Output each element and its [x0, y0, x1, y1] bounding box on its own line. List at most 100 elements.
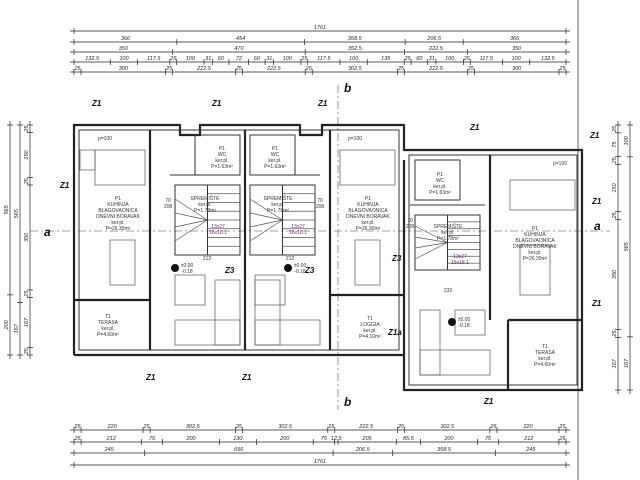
room-label-terrace-left: P=4.60m²: [97, 332, 119, 338]
stair-label: 16x18.1: [289, 230, 307, 236]
dimension-label: 350: [119, 46, 129, 52]
room-label-living-mid: P=26.30m²: [356, 226, 381, 232]
dimension-label: 206.5: [426, 36, 442, 42]
room-label-wc: WC: [436, 178, 445, 184]
room-label-loggia: LOGGIA: [360, 322, 380, 328]
dimension-label: 25: [558, 424, 566, 430]
room-label-living-mid: P1: [365, 196, 371, 202]
dimension-label: 25: [73, 424, 81, 430]
room-label-terrace-right: P=4.60m²: [534, 362, 556, 368]
dimension-label: 117.5: [317, 56, 331, 62]
room-label-wc: P1: [219, 146, 225, 152]
dimension-label: 135: [381, 56, 391, 62]
door-dimension: 70: [317, 198, 323, 204]
exterior-walls: [72, 123, 584, 392]
room-label-living-left: P=26.30m²: [106, 226, 131, 232]
room-label-wc: ker.pl.: [433, 184, 446, 190]
room-label-wc: P=1.63m²: [211, 164, 233, 170]
room-label-living-left: KUHINJA: [107, 202, 129, 208]
wall-tag: Z1a: [387, 328, 402, 337]
dimension-label: 565: [624, 241, 630, 251]
stair-winder: [174, 219, 208, 228]
room-label-terrace-left: ker.pl.: [101, 326, 114, 332]
section-marker-b-top: b: [344, 81, 351, 95]
dimension-label: 25: [612, 156, 618, 164]
dimension-label: 100: [624, 135, 630, 145]
room-label-living-left: BLAGOVAONICA: [98, 208, 138, 214]
dimension-label: 25: [24, 177, 30, 185]
dimension-label: 350: [512, 46, 522, 52]
dimension-label: 130: [233, 436, 243, 442]
section-marker-b-bottom: b: [344, 395, 351, 409]
dimension-label: 366: [121, 36, 131, 42]
room-label-storage: SPREMIŠTE: [264, 195, 294, 202]
room-label-wc: P1: [272, 146, 278, 152]
room-label-storage: SPREMIŠTE: [434, 223, 464, 230]
stair-winder: [249, 198, 283, 221]
room-label-living-left: P1: [115, 196, 121, 202]
dimension-label: 1761: [314, 25, 326, 31]
dimension-label: 31: [429, 56, 435, 62]
dimension-label: 565: [4, 204, 10, 214]
room-label-wc: ker.pl.: [215, 158, 228, 164]
elevation-label: ±0.00: [181, 263, 194, 269]
dimension-label: 167: [14, 323, 20, 333]
section-marker-a-right: a: [594, 219, 601, 233]
dimension-label: 25: [397, 66, 405, 72]
dimension-label: 200: [279, 436, 290, 442]
door-dimension: 208: [406, 224, 415, 230]
room-label-storage: ker.pl.: [271, 202, 284, 208]
door-dimension: 208: [316, 204, 325, 210]
dimension-label: 100: [119, 56, 129, 62]
wall-tag: Z1: [59, 181, 70, 190]
wall-tag: Z1: [591, 299, 602, 308]
room-label-living-right: BLAGOVAONICA: [515, 238, 555, 244]
dimension-label: 565: [14, 208, 20, 218]
room-label-living-mid: DNEVNI BORAVAK: [346, 214, 390, 220]
room-label-living-right: P=26.30m²: [523, 256, 548, 262]
door-dimension: 208: [164, 204, 173, 210]
dimension-label: 75: [485, 436, 492, 442]
room-label-storage: P=1.78m²: [267, 208, 289, 214]
room-label-living-mid: KUHINJA: [357, 202, 379, 208]
window-label: p=100: [553, 161, 567, 167]
dimension-label: 25: [397, 424, 405, 430]
interior-walls: [74, 130, 582, 390]
dimension-label: 656: [234, 447, 244, 453]
room-label-terrace-right: ker.pl.: [538, 356, 551, 362]
dimension-label: 350: [24, 232, 30, 242]
window-label: p=100: [348, 136, 362, 142]
stair-winder: [249, 219, 283, 228]
elevation-marker: [171, 264, 179, 272]
dimension-label: 25: [235, 66, 243, 72]
dimension-label: 25: [143, 424, 151, 430]
dimension-label: 100: [283, 56, 293, 62]
dimension-label: 302.5: [348, 66, 363, 72]
dimension-label: 25: [467, 66, 475, 72]
dimension-label: 454: [236, 36, 245, 42]
dimension-label: 25: [489, 424, 497, 430]
dimension-label: 167: [24, 317, 30, 327]
room-label-wc: P1: [437, 172, 443, 178]
dimension-label: 100: [349, 56, 359, 62]
stair-label: 13x27: [211, 224, 225, 230]
stair-winder: [249, 219, 283, 242]
staircases: [174, 184, 481, 271]
room-label-terrace-left: TERASA: [98, 320, 119, 326]
dimension-label: 75: [612, 141, 618, 148]
stair-width: 212: [203, 256, 212, 262]
stair-winder: [414, 242, 448, 249]
room-label-living-left: DNEVNI BORAVAK: [96, 214, 140, 220]
wall-tag: Z1: [469, 123, 480, 132]
dimension-label: 200: [185, 436, 196, 442]
dimension-label: 245: [525, 447, 536, 453]
stair-winder: [174, 212, 208, 221]
dimension-label: 222.5: [428, 66, 444, 72]
dimension-label: 220: [522, 424, 533, 430]
dimension-label: 25: [235, 424, 243, 430]
elevation-label: ±0.00: [294, 263, 307, 269]
dimension-label: 75: [321, 436, 328, 442]
dimension-label: 25: [73, 436, 81, 442]
room-label-loggia: ker.pl.: [363, 328, 376, 334]
